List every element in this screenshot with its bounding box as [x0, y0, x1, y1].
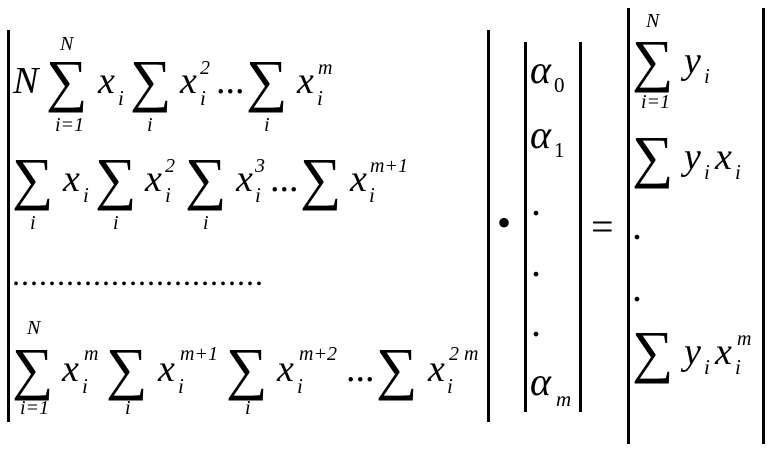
rhs-x-3: x [715, 331, 732, 373]
row1-x-3-sup: m [318, 57, 333, 79]
row2-x-2: x [145, 158, 162, 200]
alpha-0: α [530, 47, 551, 92]
row4-sigma-1-lower: i=1 [20, 397, 50, 419]
row1-x-2-sup: 2 [200, 57, 210, 79]
rhs-x-3-sub: i [735, 355, 741, 379]
row2-x-3-sub: i [255, 183, 261, 207]
row2-x-1-sub: i [83, 183, 89, 207]
row1-sigma-1-lower: i=1 [55, 114, 85, 136]
row1-sigma-1-upper: N [60, 33, 74, 55]
row4-sigma-1: ∑ [12, 336, 54, 401]
row2-sigma-3: ∑ [185, 146, 227, 211]
rhs-y-3-sub: i [704, 355, 710, 379]
row4-x-3-sup: m+2 [299, 343, 337, 365]
rhs-sigma-3: ∑ [632, 319, 674, 384]
rhs-dot-2: . [632, 265, 642, 310]
row4-x-1-sub: i [82, 374, 88, 398]
row4-x-2: x [158, 348, 175, 390]
rhs-y-3: y [684, 331, 701, 373]
alpha-1: α [530, 112, 551, 157]
alpha-0-sub: 0 [554, 73, 565, 97]
alpha-m: α [530, 359, 551, 404]
row4-sigma-3-lower: i [245, 397, 251, 419]
row4-sigma-2-lower: i [125, 397, 131, 419]
row2-sigma-2-lower: i [113, 212, 119, 234]
rhs-dot-1: . [632, 203, 642, 248]
row2-x-3: x [236, 158, 253, 200]
row1-sigma-2: ∑ [130, 48, 172, 113]
row1-x-1-sub: i [118, 86, 124, 110]
rhs-sigma-2: ∑ [632, 124, 674, 189]
row2-sigma-1-lower: i [30, 212, 36, 234]
row4-ellipsis: ... [346, 348, 375, 390]
alpha-vector-dot-2: . [531, 240, 541, 285]
rhs-y-1-sub: i [704, 64, 710, 88]
matrix-left-bar [7, 30, 10, 422]
rhs-sigma-1: ∑ [632, 28, 674, 93]
row1-x-3-sub: i [317, 86, 323, 110]
rhs-sigma-1-upper: N [646, 10, 660, 32]
row1-sigma-3-lower: i [264, 114, 270, 136]
row1-x-3: x [297, 60, 314, 102]
row1-x-1: x [98, 60, 115, 102]
row2-sigma-3-lower: i [203, 212, 209, 234]
row1-x-2-sub: i [200, 86, 206, 110]
row2-x-4-sup: m+1 [370, 155, 408, 177]
row1-sigma-2-lower: i [147, 114, 153, 136]
alpha-vector-dot-1: . [531, 179, 541, 224]
row2-x-1: x [63, 158, 80, 200]
row2-x-3-sup: 3 [255, 155, 265, 177]
row4-x-2-sub: i [178, 374, 184, 398]
row2-x-4: x [350, 158, 367, 200]
rhs-x-2: x [715, 136, 732, 178]
row2-sigma-1: ∑ [12, 146, 54, 211]
alpha-vector-dot-3: . [531, 300, 541, 345]
row4-x-4-sup: 2 m [449, 343, 479, 365]
row4-x-4-sub: i [447, 374, 453, 398]
row4-sigma-2: ∑ [106, 336, 148, 401]
rhs-vector-left-bar [627, 8, 630, 444]
row2-x-2-sup: 2 [165, 155, 175, 177]
row2-x-2-sub: i [165, 183, 171, 207]
row1-sigma-3: ∑ [246, 48, 288, 113]
equals-operator: = [591, 204, 614, 249]
row4-x-3: x [277, 348, 294, 390]
row4-x-2-sup: m+1 [180, 343, 218, 365]
rhs-x-3-sup: m [737, 328, 752, 350]
row1-sigma-1: ∑ [46, 48, 88, 113]
rhs-y-1: y [684, 40, 701, 82]
row1-N: N [13, 60, 39, 102]
row2-ellipsis: ... [270, 158, 299, 200]
row4-x-4: x [428, 348, 445, 390]
rhs-x-2-sub: i [735, 160, 741, 184]
row4-sigma-4: ∑ [376, 336, 418, 401]
alpha-1-sub: 1 [554, 138, 565, 162]
matrix-right-bar [487, 30, 490, 422]
alpha-vector-left-bar [524, 42, 527, 412]
alpha-m-sub: m [556, 387, 572, 411]
rhs-y-2: y [684, 136, 701, 178]
row2-x-4-sub: i [369, 183, 375, 207]
multiplication-operator: • [497, 200, 512, 245]
rhs-sigma-1-lower: i=1 [641, 91, 671, 113]
row4-sigma-3: ∑ [226, 336, 268, 401]
row4-x-1: x [62, 348, 79, 390]
row2-sigma-2: ∑ [95, 146, 137, 211]
rhs-vector-right-bar [762, 8, 765, 444]
row4-x-3-sub: i [297, 374, 303, 398]
row1-x-2: x [180, 60, 197, 102]
row1-ellipsis: ... [216, 60, 245, 102]
alpha-vector-right-bar [579, 42, 582, 412]
row4-x-1-sup: m [84, 343, 99, 365]
matrix-dotted-row: ............................ [12, 256, 264, 292]
row4-sigma-1-upper: N [27, 317, 41, 339]
rhs-y-2-sub: i [704, 160, 710, 184]
row2-sigma-4: ∑ [300, 146, 342, 211]
